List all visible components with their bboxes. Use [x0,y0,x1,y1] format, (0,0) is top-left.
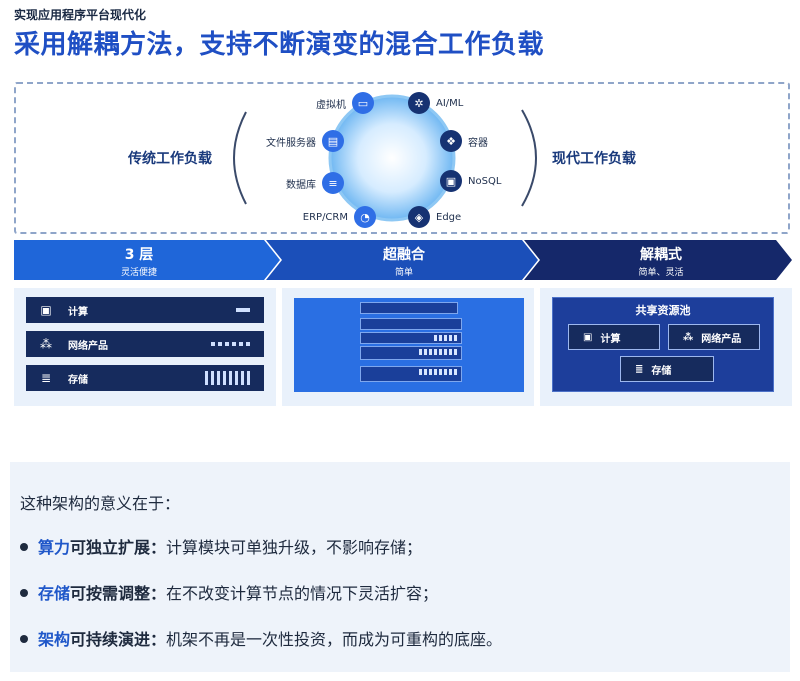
stage-disaggregated: 解耦式 简单、灵活 [546,244,776,278]
network-icon: ⁂ [683,331,694,343]
node-ai-ml: ✲ AI/ML [408,92,463,114]
cpu-icon: ▣ [583,331,593,343]
stage-subtitle: 简单 [394,268,413,278]
node-edge: ◈ Edge [408,206,461,228]
page-title: 采用解耦方法，支持不断演变的混合工作负载 [14,30,545,60]
pool-cell-storage: ≣ 存储 [620,356,714,382]
bullet-term: 可持续演进： [70,630,167,649]
bullet-term: 可独立扩展： [70,538,167,557]
node-file-server: ▤ 文件服务器 [266,130,344,152]
node-vm: ▭ 虚拟机 [316,92,374,114]
node-label: AI/ML [436,97,464,109]
hci-server-unit [360,302,458,314]
left-bracket [233,111,247,205]
bullet-dot [20,543,28,551]
right-bracket [521,109,537,207]
stage-subtitle: 灵活便捷 [120,268,157,278]
container-icon: ❖ [440,130,462,152]
center-circle [328,94,456,222]
tier-row-compute: ▣ 计算 [26,297,264,323]
node-label: 数据库 [286,179,316,191]
stage-arrow-hci [266,240,538,280]
node-label: 虚拟机 [316,99,346,111]
chart-icon: ◔ [354,206,376,228]
node-container: ❖ 容器 [440,130,488,152]
significance-box [10,462,790,672]
bullet-dot [20,635,28,643]
pool-cell-label: 存储 [651,365,672,377]
compute-indicator [236,303,250,317]
pool-cell-network: ⁂ 网络产品 [668,324,760,350]
tier-row-label: 计算 [68,306,88,318]
stage-title: 3 层 [124,247,154,263]
cpu-icon: ▣ [40,303,52,317]
bullet-term: 可按需调整： [70,584,167,603]
node-label: 容器 [468,137,488,149]
network-icon: ⁂ [40,337,52,351]
tier-row-label: 网络产品 [68,340,108,352]
hci-server-unit [360,346,462,360]
nosql-icon: ▣ [440,170,462,192]
significance-bullet-storage: 存储 可按需调整： 在不改变计算节点的情况下灵活扩容； [20,580,438,604]
pool-cell-compute: ▣ 计算 [568,324,660,350]
network-ports [211,337,250,351]
node-label: NoSQL [468,175,502,187]
storage-drives [205,371,250,385]
edge-icon: ◈ [408,206,430,228]
ai-icon: ✲ [408,92,430,114]
hci-server-unit [360,318,462,330]
database-icon: ≡ [322,172,344,194]
modern-workload-label: 现代工作负载 [552,151,636,167]
stage-hci: 超融合 简单 [284,244,524,278]
traditional-workload-label: 传统工作负载 [128,151,212,167]
significance-heading: 这种架构的意义在于： [20,494,181,513]
workload-box [14,82,790,234]
bullet-text: 机架不再是一次性投资，而成为可重构的底座。 [166,630,503,649]
tier-row-label: 存储 [68,374,88,386]
file-icon: ▤ [322,130,344,152]
node-label: 文件服务器 [266,137,316,149]
pool-cell-label: 网络产品 [701,333,742,345]
subtitle: 实现应用程序平台现代化 [14,8,147,22]
tier-row-network: ⁂ 网络产品 [26,331,264,357]
pool-title: 共享资源池 [635,304,691,317]
stage-title: 解耦式 [640,247,682,263]
stage-title: 超融合 [383,247,425,263]
node-label: Edge [436,211,462,223]
bullet-dot [20,589,28,597]
stage-subtitle: 简单、灵活 [638,268,684,278]
significance-bullet-architecture: 架构 可持续演进： 机架不再是一次性投资，而成为可重构的底座。 [20,626,502,650]
node-label: ERP/CRM [302,211,348,223]
server-icon: ▭ [352,92,374,114]
storage-icon: ≣ [40,371,52,385]
hci-server-unit [360,366,462,382]
node-erp-crm: ◔ ERP/CRM [303,206,376,228]
node-database: ≡ 数据库 [286,172,344,194]
tier-row-storage: ≣ 存储 [26,365,264,391]
bullet-keyword: 存储 [38,584,71,603]
evolution-band [14,240,792,280]
bullet-keyword: 架构 [38,630,71,649]
bullet-text: 在不改变计算节点的情况下灵活扩容； [166,584,439,603]
node-nosql: ▣ NoSQL [440,170,501,192]
stage-arrow-disaggregated [524,240,792,280]
pool-cell-label: 计算 [600,333,621,345]
significance-bullet-compute: 算力 可独立扩展： 计算模块可单独升级，不影响存储； [20,534,422,558]
storage-icon: ≣ [635,363,644,375]
hci-server-unit [360,332,462,344]
bullet-keyword: 算力 [38,538,71,557]
stage-arrow-three-tier [14,240,280,280]
workload-ring [233,94,537,222]
bullet-text: 计算模块可单独升级，不影响存储； [166,538,423,557]
stage-three-tier: 3 层 灵活便捷 [24,244,254,278]
